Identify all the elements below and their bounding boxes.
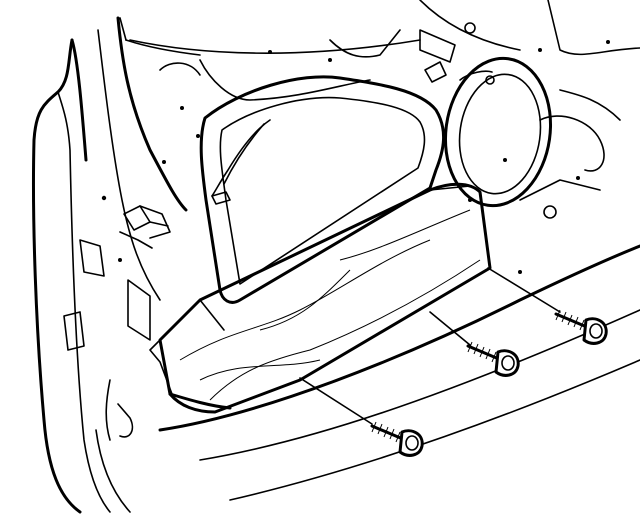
lower-frame-details [95,379,134,513]
screw-upper-right [487,267,608,345]
latch-area [63,205,171,351]
trim-pocket [149,182,492,414]
screw-lower [299,377,424,457]
access-opening [199,75,446,304]
inner-panel-details [101,22,621,274]
door-frame [31,0,640,514]
screw-middle [429,311,520,377]
speaker-opening [443,56,553,208]
